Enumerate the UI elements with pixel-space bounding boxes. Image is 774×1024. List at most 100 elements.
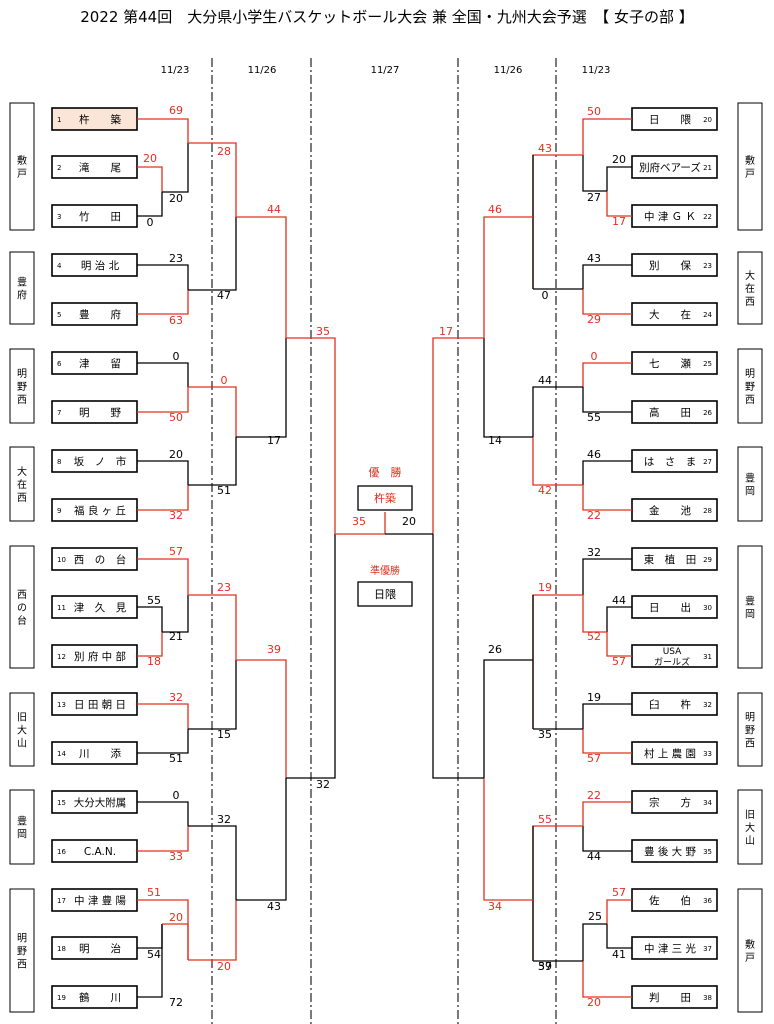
- left-region-label: 野: [17, 381, 27, 393]
- right-region-label: 敷: [745, 938, 755, 951]
- left-region-label: 明: [17, 368, 27, 380]
- bracket-line: [606, 924, 632, 949]
- score-label: 34: [488, 900, 502, 913]
- team-number: 12: [57, 653, 66, 661]
- bracket-line: [137, 118, 189, 143]
- bracket-line: [137, 264, 189, 290]
- score-label: 57: [538, 960, 552, 973]
- bracket-line: [606, 606, 632, 632]
- score-label: 57: [612, 655, 626, 668]
- score-label: 43: [538, 142, 552, 155]
- team-name: USA: [663, 647, 682, 657]
- left-region-label: 明: [17, 933, 27, 945]
- team-name: 福 良 ヶ 丘: [74, 504, 126, 517]
- right-region-label: 豊: [745, 595, 755, 608]
- score-label: 29: [587, 313, 601, 326]
- right-region-label: 大: [745, 821, 755, 834]
- team-name: 別府ベアーズ: [639, 161, 701, 174]
- bracket-line: [188, 660, 237, 730]
- team-number: 38: [703, 994, 712, 1002]
- score-label: 47: [217, 289, 231, 302]
- score-label: 44: [612, 594, 626, 607]
- team-number: 4: [57, 262, 62, 270]
- team-name: 豊 後 大 野: [644, 845, 697, 858]
- team-name: 判 田: [649, 992, 691, 1004]
- team-name: 川 添: [79, 747, 121, 760]
- score-label: 44: [538, 374, 552, 387]
- page-title: 2022 第44回 大分県小学生バスケットボール大会 兼 全国・九州大会予選 【…: [80, 8, 694, 26]
- bracket-line: [582, 595, 607, 633]
- team-name: 杵 築: [79, 113, 121, 126]
- score-label: 21: [169, 630, 183, 643]
- team-name: 津 留: [79, 357, 121, 370]
- score-label: 51: [169, 752, 183, 765]
- left-region-label: 岡: [17, 829, 27, 841]
- bracket-line: [137, 485, 189, 511]
- bracket-line: [137, 729, 189, 754]
- team-number: 10: [57, 556, 66, 564]
- team-name: 村 上 農 園: [644, 747, 696, 760]
- score-label: 0: [173, 350, 180, 363]
- bracket-line: [582, 703, 632, 729]
- score-label: 35: [538, 728, 552, 741]
- team-name: 七 瀬: [649, 357, 691, 370]
- right-region-label: 敷: [745, 154, 755, 167]
- score-label: 32: [587, 546, 601, 559]
- bracket-line: [532, 437, 583, 486]
- team-number: 19: [57, 994, 66, 1002]
- bracket-line: [137, 558, 189, 595]
- team-number: 37: [703, 945, 712, 953]
- team-name: 日 出: [649, 601, 691, 614]
- right-region-label: 岡: [745, 609, 755, 621]
- left-region-label: 大: [17, 724, 27, 737]
- team-number: 11: [57, 604, 66, 612]
- team-number: 33: [703, 750, 712, 758]
- team-name: 金 池: [649, 504, 691, 517]
- left-region-label: 山: [17, 738, 27, 750]
- right-region-label: 岡: [745, 486, 755, 498]
- team-number: 36: [703, 897, 712, 905]
- score-label: 23: [217, 581, 231, 594]
- final-score-right: 20: [402, 515, 416, 528]
- bracket-line: [236, 338, 287, 438]
- bracket-line: [606, 166, 632, 191]
- round-date: 11/23: [160, 65, 190, 76]
- score-label: 57: [169, 545, 183, 558]
- score-label: 63: [169, 314, 183, 327]
- score-label: 0: [173, 789, 180, 802]
- score-label: 0: [147, 216, 154, 229]
- champion-label: 優 勝: [369, 465, 402, 479]
- score-label: 55: [587, 411, 601, 424]
- left-region-box: [9, 888, 35, 1013]
- right-region-box: [737, 446, 763, 522]
- bracket-line: [188, 142, 237, 217]
- team-number: 35: [703, 848, 712, 856]
- score-label: 46: [587, 448, 601, 461]
- bracket-line: [483, 778, 533, 901]
- score-label: 23: [169, 252, 183, 265]
- team-name: 明 治 北: [81, 259, 120, 272]
- team-number: 6: [57, 360, 62, 368]
- score-label: 44: [587, 850, 601, 863]
- right-region-box: [737, 348, 763, 424]
- left-region-label: 在: [17, 479, 27, 491]
- right-region-box: [737, 888, 763, 1013]
- bracket-line: [582, 961, 632, 998]
- left-region-box: [9, 102, 35, 231]
- bracket-line: [582, 558, 632, 595]
- left-region-box: [9, 545, 35, 669]
- score-label: 17: [267, 434, 281, 447]
- left-region-label: の: [17, 603, 27, 614]
- bracket-line: [188, 217, 237, 291]
- bracket-line: [582, 460, 632, 485]
- bracket-line: [188, 825, 237, 900]
- team-number: 8: [57, 458, 61, 466]
- bracket-line: [582, 485, 632, 511]
- bracket-line: [137, 362, 189, 387]
- team-name: 高 田: [649, 406, 691, 419]
- bracket-line: [432, 534, 484, 779]
- score-label: 0: [221, 374, 228, 387]
- right-region-label: 野: [745, 381, 755, 393]
- right-region-label: 豊: [745, 472, 755, 485]
